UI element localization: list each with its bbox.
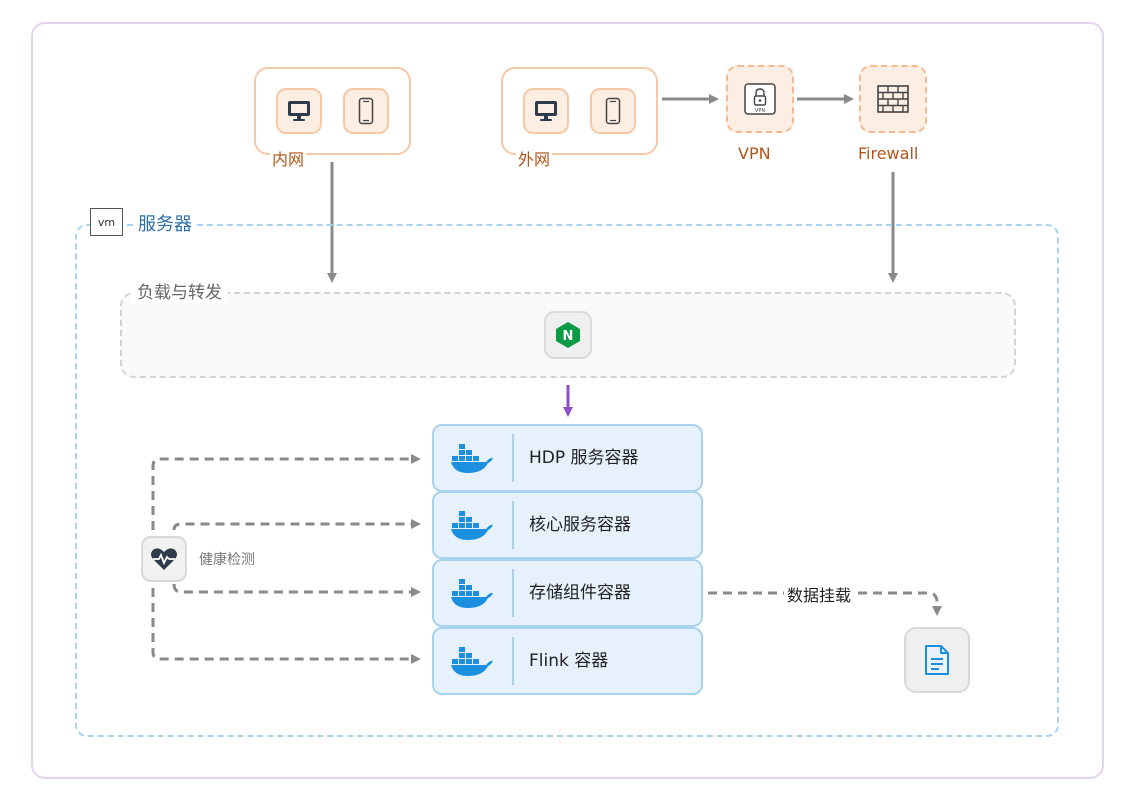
monitor-icon bbox=[288, 101, 310, 121]
container-hdp: HDP 服务容器 bbox=[432, 424, 703, 492]
container-name: Flink 容器 bbox=[529, 651, 609, 671]
container-divider bbox=[512, 434, 514, 482]
outer-frame bbox=[31, 22, 1104, 779]
phone-icon bbox=[358, 97, 374, 125]
heart-pulse-icon bbox=[151, 548, 177, 570]
external-mobile bbox=[590, 88, 636, 134]
server-boundary bbox=[75, 224, 1059, 737]
internal-label: 内网 bbox=[270, 146, 307, 170]
container-divider bbox=[512, 569, 514, 617]
health-to-core bbox=[172, 519, 421, 531]
container-storage: 存储组件容器 bbox=[432, 559, 703, 627]
firewall-node bbox=[859, 65, 927, 133]
nginx-icon: N bbox=[556, 322, 580, 348]
storage-file-node bbox=[904, 627, 970, 693]
nginx-node: N bbox=[544, 311, 592, 359]
container-name: 核心服务容器 bbox=[529, 515, 631, 535]
firewall-label: Firewall bbox=[858, 144, 919, 163]
document-icon bbox=[925, 645, 949, 675]
container-core: 核心服务容器 bbox=[432, 491, 703, 559]
internal-desktop bbox=[276, 88, 322, 134]
external-desktop bbox=[523, 88, 569, 134]
docker-icon bbox=[451, 511, 493, 540]
internal-client-group bbox=[254, 67, 411, 155]
load-balancer-title: 负载与转发 bbox=[131, 278, 228, 303]
vm-badge: vm bbox=[90, 208, 123, 236]
firewall-icon bbox=[877, 85, 909, 113]
vpn-label: VPN bbox=[738, 144, 771, 163]
health-check-node bbox=[141, 536, 187, 582]
container-flink: Flink 容器 bbox=[432, 627, 703, 695]
container-divider bbox=[512, 501, 514, 549]
docker-icon bbox=[451, 647, 493, 676]
svg-text:N: N bbox=[563, 329, 574, 344]
container-name: HDP 服务容器 bbox=[529, 448, 639, 468]
data-mount-label: 数据挂载 bbox=[784, 582, 855, 606]
external-client-group bbox=[501, 67, 658, 155]
monitor-icon bbox=[535, 101, 557, 121]
health-to-hdp bbox=[151, 454, 421, 530]
external-label: 外网 bbox=[516, 146, 553, 170]
server-title: 服务器 bbox=[134, 210, 196, 236]
svg-text:VPN: VPN bbox=[755, 108, 765, 114]
vpn-lock-icon: VPN bbox=[744, 83, 776, 115]
docker-icon bbox=[451, 444, 493, 473]
storage-to-file bbox=[708, 591, 942, 616]
phone-icon bbox=[605, 97, 621, 125]
container-divider bbox=[512, 637, 514, 685]
docker-icon bbox=[451, 579, 493, 608]
internal-mobile bbox=[343, 88, 389, 134]
health-check-label: 健康检测 bbox=[199, 552, 255, 568]
health-to-flink bbox=[151, 588, 421, 664]
health-to-storage bbox=[172, 583, 421, 597]
container-name: 存储组件容器 bbox=[529, 583, 631, 603]
vpn-node: VPN bbox=[726, 65, 794, 133]
